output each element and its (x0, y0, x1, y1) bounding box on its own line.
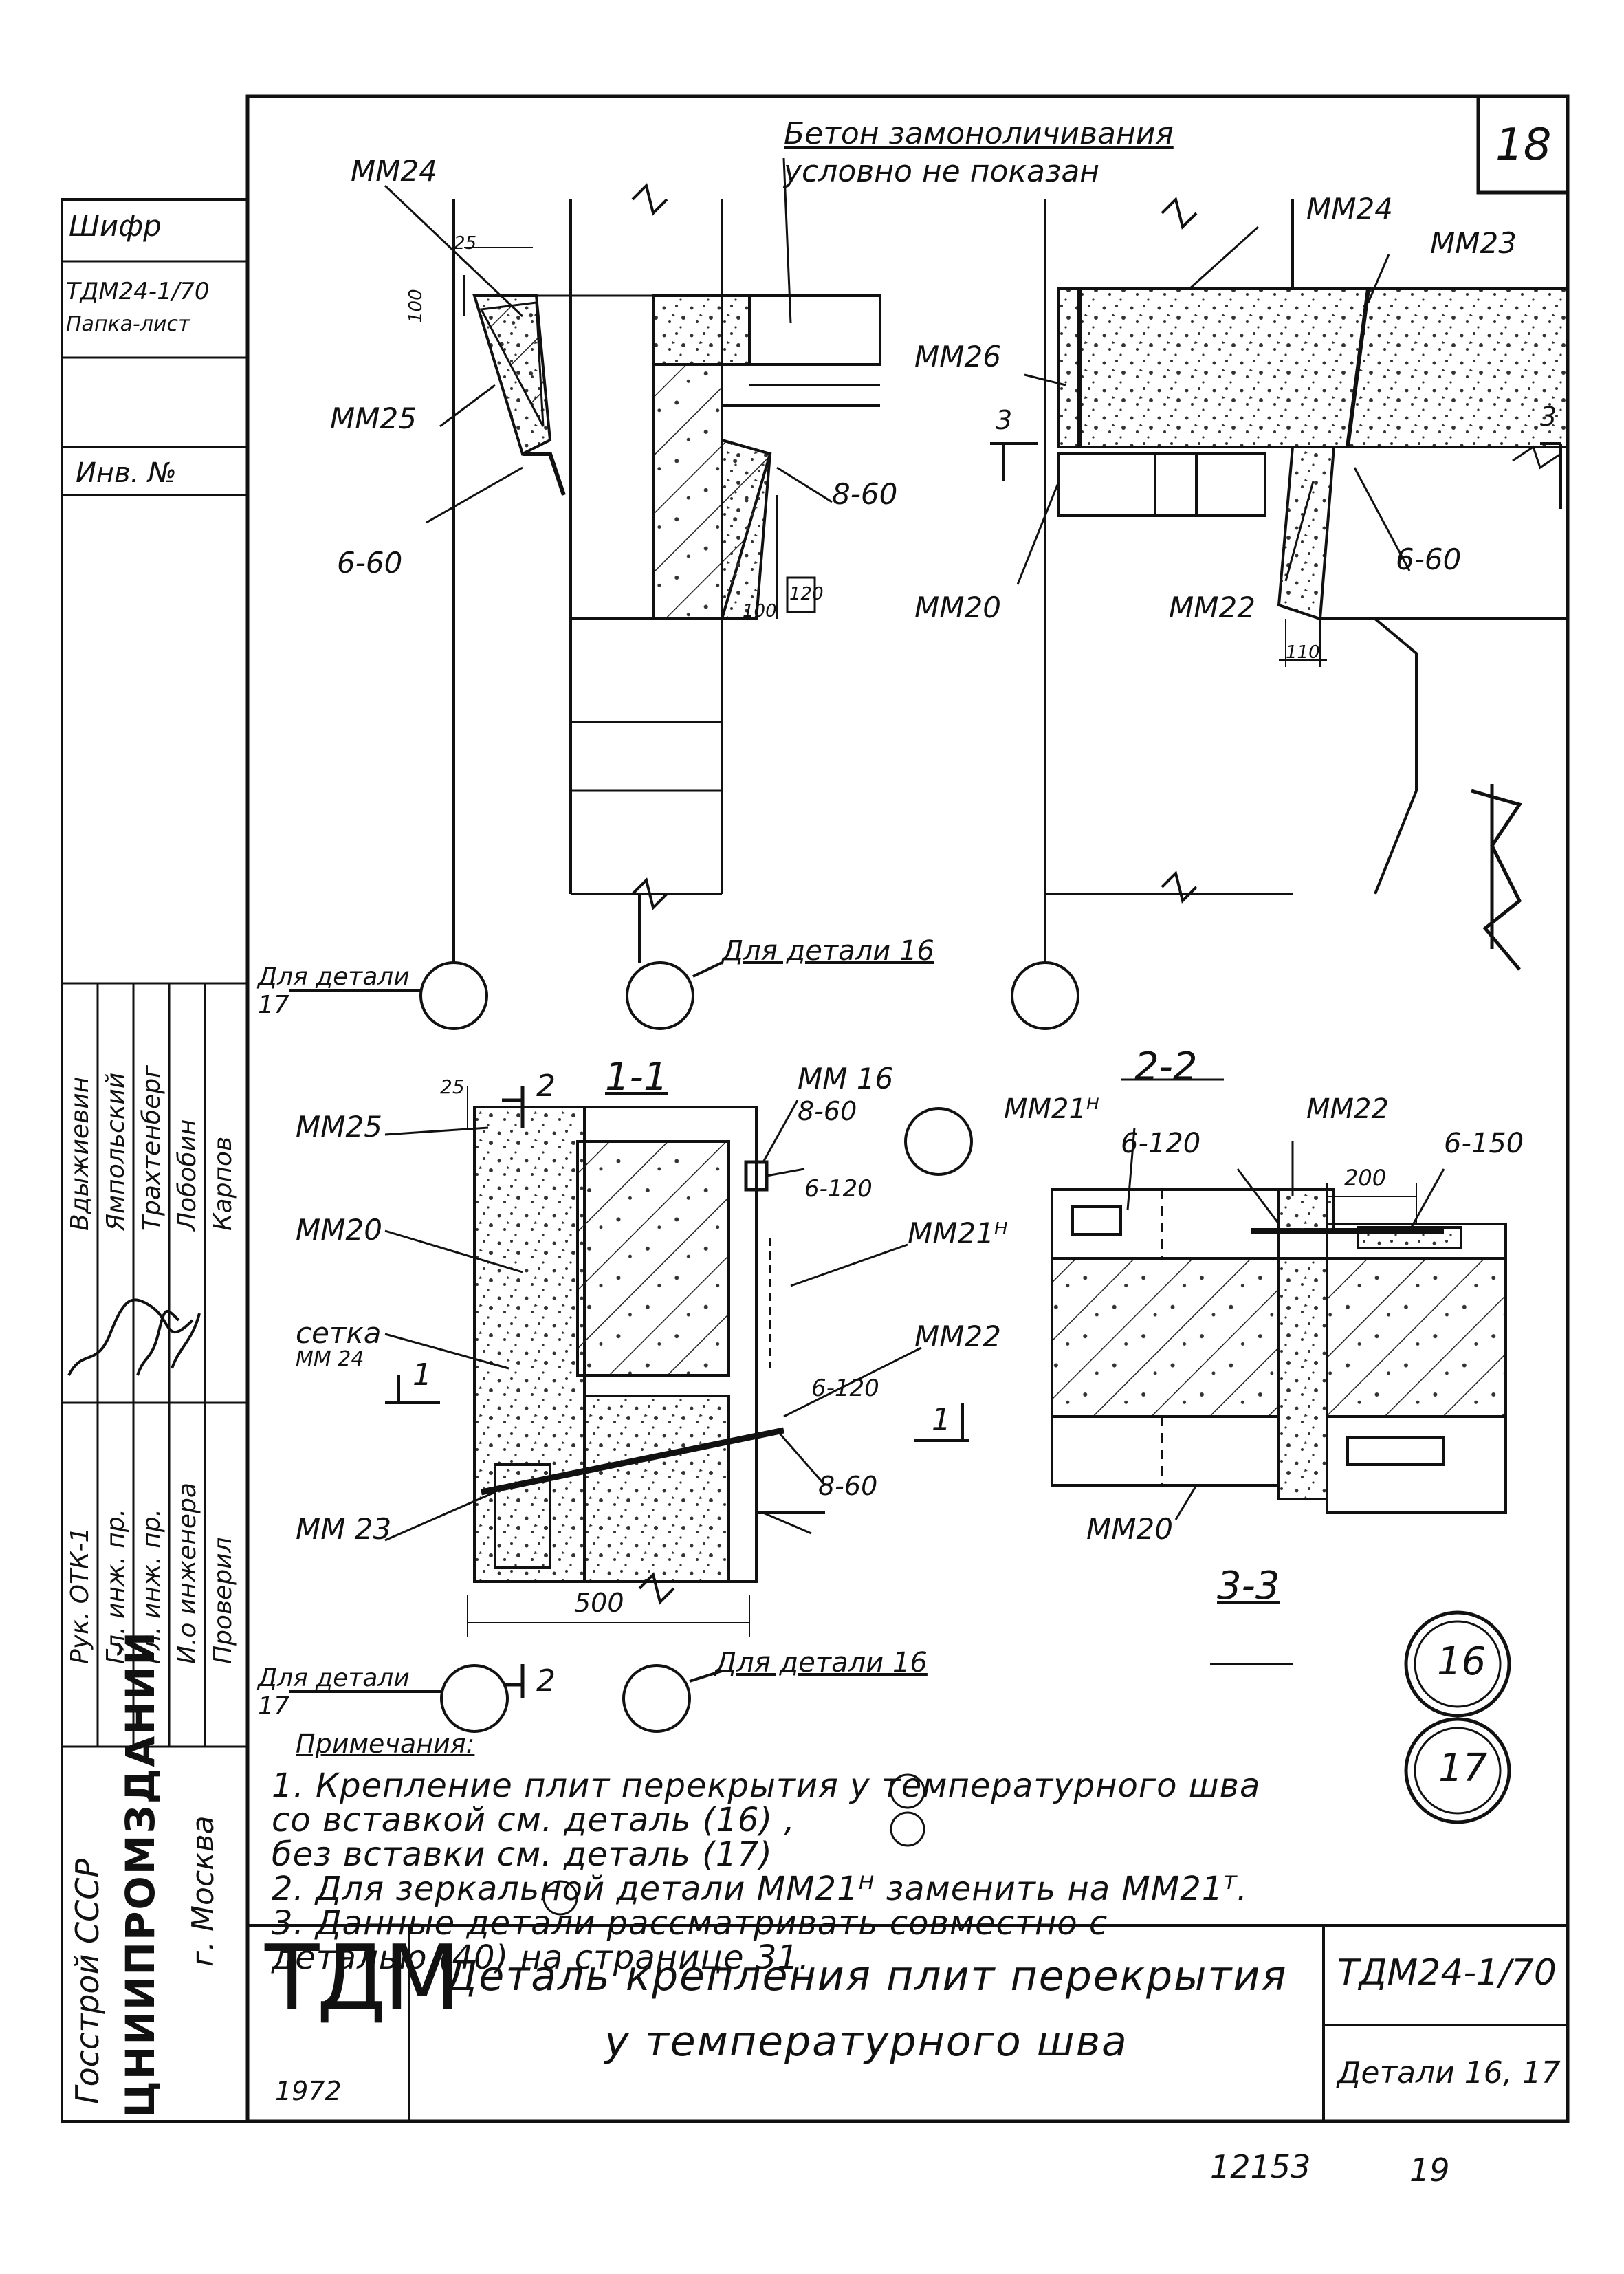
shifr-value: ТДМ24-1/70 (66, 278, 210, 305)
label-6-120-b: 6-120 (811, 1375, 879, 1402)
section-1-mark-left: 1 (413, 1357, 432, 1392)
dim-120-top: 120 (789, 584, 824, 604)
section-1-mark-right: 1 (932, 1402, 951, 1437)
doc-code: ТДМ24-1/70 (1337, 1952, 1557, 1993)
label-mm20-1-1: ММ20 (296, 1213, 382, 1247)
callout-circles-top (289, 894, 1079, 1030)
page-number: 18 (1495, 120, 1552, 171)
role-1: Рук. ОТК-1 (66, 1527, 94, 1664)
callout-for-17-top: Для детали 17 (258, 963, 410, 1020)
label-mm23-1-1: ММ 23 (296, 1512, 392, 1546)
section-2-mark-top: 2 (536, 1069, 556, 1104)
label-8-60-b: 8-60 (818, 1471, 878, 1501)
name-4: Лобобин (173, 1119, 201, 1231)
label-6-60-left: 6-60 (337, 546, 403, 580)
top-left-view (384, 157, 881, 963)
note-line-4: 2. Для зеркальной детали ММ21ᴴ заменить … (272, 1870, 1249, 1908)
note-line-3: без вставки см. деталь (17) (272, 1835, 773, 1874)
dim-100-top: 100 (406, 289, 426, 323)
label-mm23-right: ММ23 (1430, 226, 1517, 260)
role-2: Гл. инж. пр. (102, 1508, 130, 1664)
callout-circles-1-1 (289, 1107, 973, 1733)
section-3-mark-left: 3 (996, 405, 1013, 435)
concrete-note-1: Бетон замоноличивания (784, 116, 1174, 151)
label-6-120-2-2: 6-120 (1121, 1128, 1201, 1159)
inv-label: Инв. № (76, 457, 177, 489)
role-3: Гл. инж. пр. (138, 1508, 166, 1664)
drawing-title-line2: у температурного шва (604, 2018, 1128, 2066)
detail-mark-17: 17 (1438, 1746, 1488, 1791)
section-2-mark-bottom: 2 (536, 1663, 556, 1698)
dim-25-top: 25 (454, 233, 477, 254)
sheet-frame (61, 94, 1570, 2123)
label-mm24-right: ММ24 (1306, 192, 1393, 226)
section-2-2-title: 2-2 (1134, 1045, 1198, 1089)
section-2-2-drawing (1051, 1078, 1507, 1665)
name-5: Карпов (209, 1136, 237, 1231)
label-6-150: 6-150 (1444, 1128, 1524, 1159)
label-mm21h-1-1: ММ21ᴴ (908, 1216, 1008, 1250)
section-1-1-title: 1-1 (605, 1055, 668, 1100)
dim-500: 500 (574, 1588, 624, 1618)
detail-mark-circles (1404, 1610, 1511, 1824)
label-8-60-a: 8-60 (798, 1096, 857, 1126)
note-line-1: 1. Крепление плит перекрытия у температу… (272, 1767, 1261, 1805)
sheet-number: 19 (1409, 2152, 1450, 2189)
notes-title: Примечания: (296, 1729, 475, 1759)
side-stamp-grid (62, 260, 248, 1748)
label-mm25-1-1: ММ25 (296, 1110, 382, 1144)
dim-25-1-1: 25 (440, 1075, 465, 1098)
dim-110: 110 (1286, 642, 1320, 663)
dim-200: 200 (1344, 1165, 1387, 1191)
note-line-2: со вставкой см. деталь (16) , (272, 1801, 795, 1839)
label-mm25-left: ММ25 (330, 402, 417, 435)
concrete-note-2: условно не показан (784, 154, 1100, 189)
note-line-5: 3. Данные детали рассматривать совместно… (272, 1904, 1108, 1943)
detail-mark-16: 16 (1437, 1639, 1486, 1684)
role-5: Проверил (209, 1537, 237, 1664)
signatures (67, 1298, 201, 1376)
section-3-mark-right: 3 (1540, 402, 1557, 432)
label-mm21h-2-2: ММ21ᴴ (1004, 1093, 1099, 1125)
dim-100b-top: 100 (743, 601, 777, 622)
label-mm22-1-1: ММ22 (914, 1320, 1001, 1353)
label-6-60-right: 6-60 (1396, 543, 1462, 576)
name-1: Вдыжиевин (66, 1076, 94, 1231)
top-right-view (990, 197, 1569, 971)
label-mm20-right: ММ20 (914, 591, 1001, 624)
callout-for-17-bottom: Для детали 17 (258, 1664, 410, 1721)
shifr-label: Шифр (69, 209, 162, 243)
label-mm16: ММ 16 (798, 1062, 894, 1095)
shifr-sub: Папка-лист (66, 312, 190, 336)
label-mm20-2-2: ММ20 (1086, 1512, 1173, 1546)
drawing-title-line1: Деталь крепления плит перекрытия (445, 1952, 1288, 2000)
org-line1: Госстрой СССР (69, 1858, 106, 2104)
note-circles (542, 1773, 925, 1916)
label-mm22-2-2: ММ22 (1306, 1093, 1389, 1125)
label-setka-mm24: ММ 24 (296, 1347, 364, 1371)
org-line2: ЦНИИПРОМЗДАНИЙ (117, 1630, 164, 2118)
org-line3: г. Москва (186, 1815, 221, 1967)
callout-for-16-top: Для детали 16 (722, 935, 934, 967)
section-1-1-drawing (384, 1086, 969, 1698)
label-6-120-a: 6-120 (804, 1175, 873, 1203)
label-setka: сетка (296, 1316, 382, 1350)
archive-number: 12153 (1210, 2148, 1311, 2185)
role-4: И.о инженера (173, 1483, 201, 1664)
label-mm22-right: ММ22 (1169, 591, 1255, 624)
tdm-logo: ТДМ (265, 1925, 461, 2030)
name-2: Ямпольский (102, 1072, 130, 1231)
title-block-grid (248, 1924, 1568, 2121)
name-3: Трахтенберг (138, 1065, 166, 1231)
details-ref: Детали 16, 17 (1337, 2055, 1561, 2090)
label-mm24-left: ММ24 (351, 154, 437, 188)
label-8-60-mid: 8-60 (832, 477, 898, 511)
label-mm26: ММ26 (914, 340, 1001, 373)
section-3-3-title: 3-3 (1217, 1564, 1280, 1608)
note-line-6: деталью (40) на странице 31. (272, 1938, 811, 1977)
year: 1972 (275, 2076, 342, 2106)
callout-for-16-bottom: Для детали 16 (715, 1647, 928, 1679)
